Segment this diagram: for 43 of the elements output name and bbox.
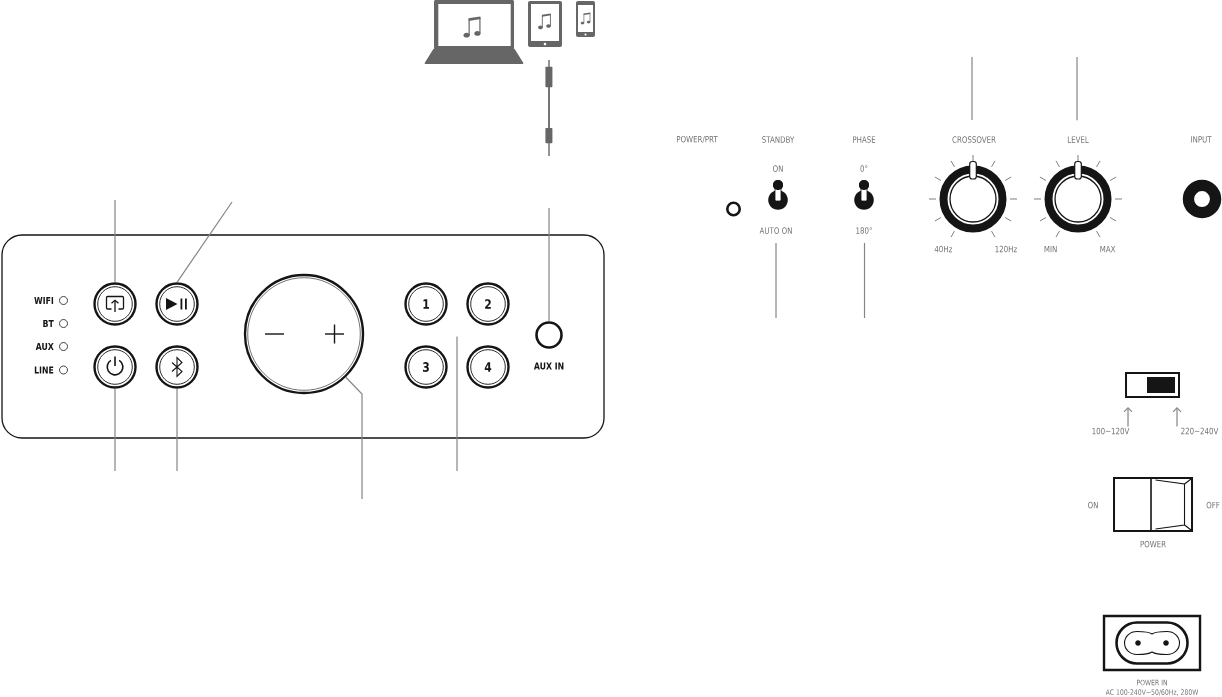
- leader-line: [176, 201, 233, 283]
- control-label: CROSSOVER: [952, 136, 996, 143]
- indicator-label: AUX: [35, 342, 54, 351]
- scale-label: 40Hz: [934, 245, 952, 253]
- control-label: STANDBY: [762, 136, 795, 143]
- preset-button: 1: [404, 282, 448, 326]
- position-label: 0°: [860, 165, 868, 172]
- voltage-label: 220∼240V: [1181, 427, 1219, 435]
- control-label: POWER: [1140, 540, 1166, 548]
- leader-line: [775, 242, 777, 319]
- position-label: ON: [773, 165, 783, 172]
- leader-line: [345, 376, 363, 500]
- control-label: LEVEL: [1067, 136, 1089, 143]
- arrow: [1123, 407, 1133, 428]
- control-label: POWER/PRT: [676, 135, 718, 144]
- slide-switch: [1125, 372, 1180, 398]
- leader-line: [548, 207, 550, 322]
- leader-line: [1076, 56, 1078, 121]
- indicator-label: LINE: [34, 366, 54, 374]
- leader-line: [176, 388, 178, 472]
- preset-button: 2: [466, 282, 510, 326]
- scale-label: 120Hz: [995, 245, 1017, 253]
- leader-line: [456, 335, 458, 472]
- arrow: [1172, 407, 1182, 428]
- control-panel: [1, 234, 605, 439]
- scale-label: MAX: [1100, 245, 1116, 253]
- voltage-label: 100∼120V: [1092, 427, 1130, 435]
- leader-line: [971, 56, 973, 121]
- scale-label: MIN: [1044, 245, 1057, 253]
- position-label: 180°: [856, 227, 872, 234]
- indicator-label: BT: [43, 320, 54, 327]
- position-label: AUTO ON: [759, 227, 792, 234]
- leader-line: [114, 388, 116, 472]
- leader-line: [863, 242, 866, 319]
- preset-button: 3: [404, 345, 448, 389]
- control-label: INPUT: [1191, 136, 1212, 143]
- preset-button: 4: [466, 345, 510, 389]
- position-label: OFF: [1206, 501, 1220, 509]
- indicator-label: WIFI: [34, 297, 54, 304]
- leader-line: [114, 199, 116, 283]
- position-label: ON: [1088, 501, 1098, 509]
- jack-label: AUX IN: [533, 362, 564, 370]
- control-label: PHASE: [853, 136, 876, 143]
